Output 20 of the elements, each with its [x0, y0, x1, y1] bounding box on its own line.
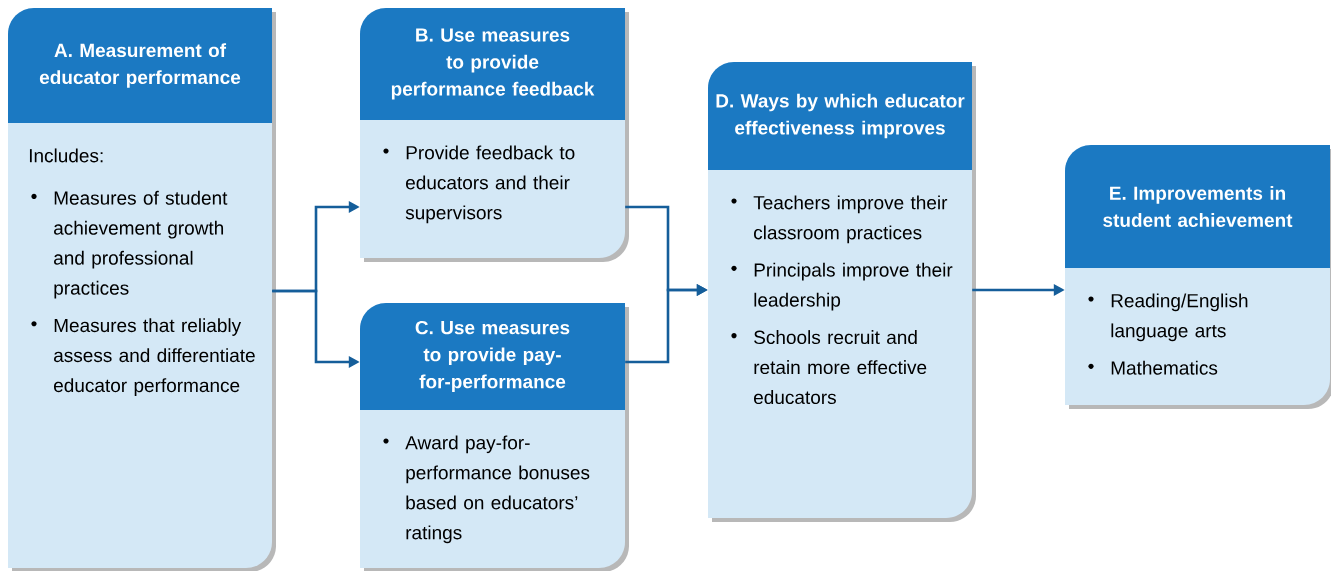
box-heading: D. Ways by which educator effectiveness improves	[716, 93, 965, 139]
box-heading: A. Measurement of educator performance	[39, 43, 241, 88]
bullet-item: Schools recruit and retain more effective educators	[754, 330, 927, 405]
bullet-item: Teachers improve their classroom practices	[753, 195, 948, 244]
bullet-item: Reading/English language arts	[1111, 293, 1248, 342]
body-text: Includes:	[29, 148, 103, 163]
bullet-item: Principals improve their leadership	[754, 262, 953, 311]
process-box	[360, 8, 629, 262]
bullet-item: Mathematics	[1111, 360, 1218, 375]
box-heading: C. Use measures to provide pay-for-performance	[415, 320, 570, 393]
bullet-item: Measures of student achievement growth and professional practices	[54, 190, 228, 299]
process-box	[360, 303, 629, 571]
bullet-item: Measures that reliably assess and differentiate educator performance	[54, 318, 255, 396]
process-box	[708, 62, 976, 522]
bullet-item: Provide feedback to educators and their supervisors	[405, 145, 575, 224]
box-heading: B. Use measures to provide performance feedback	[391, 28, 595, 100]
process-box	[1065, 145, 1331, 409]
process-box	[8, 8, 276, 571]
bullet-item: Award pay-for-performance bonuses based on educators’ ratings	[405, 435, 590, 544]
box-heading: E. Improvements in student achievement	[1103, 186, 1293, 227]
